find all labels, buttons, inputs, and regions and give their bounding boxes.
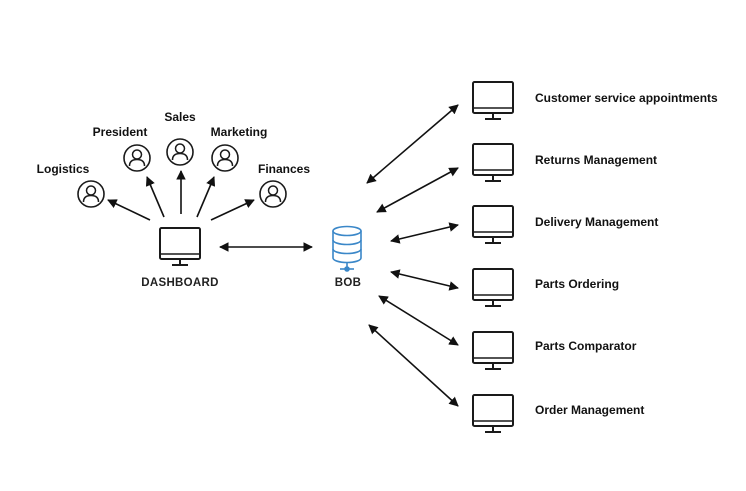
system-label-parts-comparator: Parts Comparator xyxy=(535,339,637,353)
arrow-dashboard-logistics xyxy=(107,199,151,221)
arrow-bob-customer-service xyxy=(366,104,459,184)
dashboard-label: DASHBOARD xyxy=(141,277,219,289)
system-label-parts-ordering: Parts Ordering xyxy=(535,277,620,291)
role-sales-user-icon xyxy=(166,138,194,166)
database-icon xyxy=(332,225,362,272)
system-label-order-management: Order Management xyxy=(535,403,645,417)
arrow-bob-order-management xyxy=(368,324,459,407)
arrow-bob-parts-comparator xyxy=(378,295,459,346)
role-logistics-user-icon xyxy=(77,180,105,208)
system-label-customer-service: Customer service appointments xyxy=(535,91,718,105)
arrow-bob-parts-ordering xyxy=(390,269,459,291)
role-marketing-user-icon xyxy=(211,144,239,172)
role-label-marketing: Marketing xyxy=(210,125,268,139)
system-customer-service-monitor-icon xyxy=(472,81,514,120)
arrow-dashboard-president xyxy=(145,176,165,218)
database-label: BOB xyxy=(334,277,362,289)
role-finances-user-icon xyxy=(259,180,287,208)
system-label-returns: Returns Management xyxy=(535,153,658,167)
system-returns-monitor-icon xyxy=(472,143,514,182)
system-label-delivery: Delivery Management xyxy=(535,215,659,229)
role-label-president: President xyxy=(92,125,148,139)
system-parts-ordering-monitor-icon xyxy=(472,268,514,307)
role-label-logistics: Logistics xyxy=(36,162,90,176)
arrow-dashboard-finances xyxy=(210,199,255,221)
system-delivery-monitor-icon xyxy=(472,205,514,244)
role-label-finances: Finances xyxy=(257,162,311,176)
dashboard-monitor-icon xyxy=(159,227,201,266)
arrow-dashboard-marketing xyxy=(196,176,216,218)
role-label-sales: Sales xyxy=(164,110,196,124)
role-president-user-icon xyxy=(123,144,151,172)
arrow-bob-delivery xyxy=(390,222,459,244)
arrow-bob-returns xyxy=(376,167,459,213)
system-order-management-monitor-icon xyxy=(472,394,514,433)
system-parts-comparator-monitor-icon xyxy=(472,331,514,370)
